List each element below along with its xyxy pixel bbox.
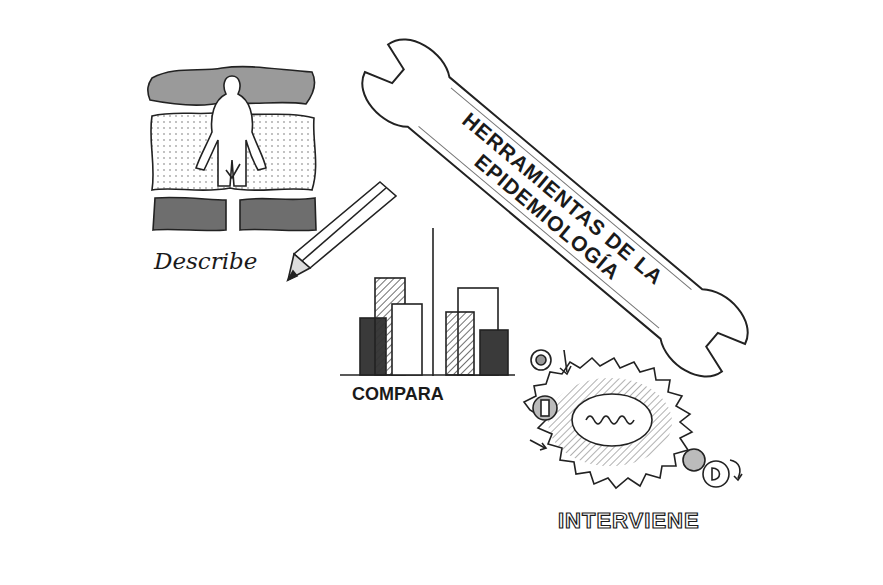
caption-label: INTERVIENE xyxy=(558,508,700,534)
caption-label: COMPARA xyxy=(352,384,444,405)
caption-label: Describe xyxy=(154,248,257,274)
body-map xyxy=(148,67,316,231)
bar-chart xyxy=(340,228,515,376)
pencil-icon xyxy=(288,182,396,280)
